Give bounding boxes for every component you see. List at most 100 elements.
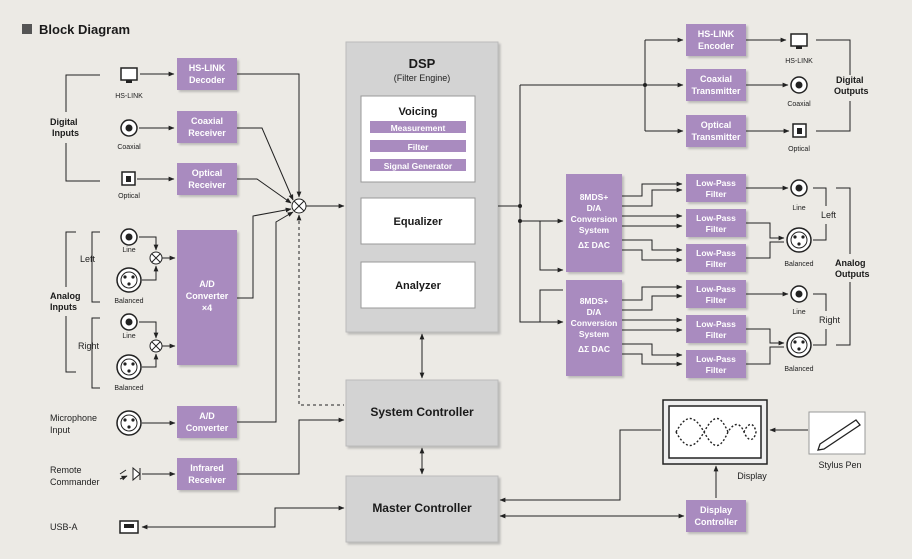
equalizer-label: Equalizer: [394, 216, 444, 228]
left-balanced-label: Balanced: [114, 298, 143, 305]
analog-inputs-label-1: Analog: [50, 291, 81, 301]
dac1-label-1: 8MDS+: [580, 192, 609, 202]
signal-generator-block: [370, 159, 466, 171]
optical-input-icon: [121, 171, 136, 186]
left-input-label: Left: [80, 254, 96, 264]
analog-outputs-label-1: Analog: [835, 258, 866, 268]
left-balanced-input-icon: [116, 267, 142, 293]
analyzer-block: [360, 261, 476, 309]
lpf3-label-2: Filter: [706, 259, 727, 269]
coaxial-receiver-block: [177, 111, 237, 143]
lpf5-out-wire: [746, 328, 785, 346]
lpf-block-6: Low-Pass Filter: [686, 350, 746, 378]
ad-converter-x4-label-2: Converter: [186, 291, 229, 301]
right-balanced-wire: [142, 353, 159, 368]
hslink-decoder-label-2: Decoder: [189, 75, 226, 85]
right-balanced-output-label: Balanced: [784, 366, 813, 373]
lpf4-label-1: Low-Pass: [696, 284, 736, 294]
display-screen: [662, 399, 768, 465]
hslink-input-icon: [120, 67, 138, 83]
digital-outputs-bracket: [816, 39, 851, 132]
display-controller-block: [686, 500, 746, 532]
right-line-output-icon: [790, 285, 808, 303]
left-line-output-icon: [790, 179, 808, 197]
stylus-pen-icon: [808, 411, 866, 455]
ad-converter-label-1: A/D: [199, 411, 215, 421]
right-balanced-input-icon: [116, 354, 142, 380]
coaxial-input-icon: [120, 119, 138, 137]
ad-to-mixer: [237, 211, 294, 423]
filter-block: [370, 140, 466, 152]
digital-outputs-label-1: Digital: [836, 75, 864, 85]
lpf5-label-2: Filter: [706, 330, 727, 340]
dac2-aux-wire: [539, 289, 563, 322]
analog-inputs-bracket: [65, 231, 76, 373]
lpf6-out-wire: [746, 346, 784, 365]
to-dac-2: [519, 206, 564, 325]
coaxial-receiver-label-1: Coaxial: [191, 116, 223, 126]
measurement-block: [370, 121, 466, 133]
ad-converter-block: [177, 406, 237, 438]
decoder-to-mixer: [237, 73, 302, 198]
master-controller-block: [345, 475, 499, 543]
ad-converter-label-2: Converter: [186, 423, 229, 433]
dac-block-2: [566, 280, 622, 376]
coax-to-mixer: [237, 127, 294, 201]
lpf2-label-1: Low-Pass: [696, 213, 736, 223]
right-balanced-output-icon: [786, 332, 812, 358]
coaxial-transmitter-label-1: Coaxial: [700, 74, 732, 84]
dac2-label-4: System: [579, 329, 610, 339]
infrared-signal-icon: [119, 466, 141, 480]
analog-outputs-bracket: [836, 187, 851, 346]
ad-converter-x4-block: [177, 230, 237, 365]
dac2-label-3: Conversion: [571, 318, 618, 328]
lpf-block-4: Low-Pass Filter: [686, 280, 746, 308]
master-controller-label: Master Controller: [372, 501, 472, 515]
optical-receiver-label-1: Optical: [192, 168, 223, 178]
digital-inputs-label-2: Inputs: [52, 128, 79, 138]
right-output-bracket: [813, 293, 827, 346]
lpf6-label-1: Low-Pass: [696, 354, 736, 364]
ad-converter-x4-label-1: A/D: [199, 279, 215, 289]
dac2-label-2: D/A: [587, 307, 602, 317]
hslink-decoder-block: [177, 58, 237, 90]
right-output-label: Right: [819, 315, 841, 325]
coaxial-output-icon: [790, 76, 808, 94]
right-line-output-label: Line: [792, 309, 805, 316]
left-line-wire: [139, 236, 159, 251]
infrared-receiver-label-2: Receiver: [188, 475, 226, 485]
lpf4-label-2: Filter: [706, 295, 727, 305]
hslink-output-label: HS-LINK: [785, 58, 813, 65]
dac2-label-5: ΔΣ DAC: [578, 344, 610, 354]
infrared-receiver-block: [177, 458, 237, 490]
analog-inputs-label-2: Inputs: [50, 302, 77, 312]
infrared-receiver-label-1: Infrared: [190, 463, 224, 473]
lpf3-out-wire: [746, 241, 784, 259]
hslink-input-label: HS-LINK: [115, 93, 143, 100]
hslink-encoder-label-1: HS-LINK: [698, 29, 735, 39]
digital-inputs-label-1: Digital: [50, 117, 78, 127]
stylus-pen-label: Stylus Pen: [818, 460, 861, 470]
dsp-title: DSP: [409, 56, 436, 71]
lpf1-label-2: Filter: [706, 189, 727, 199]
dac1-label-3: Conversion: [571, 214, 618, 224]
ad4-to-mixer: [237, 207, 292, 299]
usb-master-link: [141, 505, 345, 530]
voicing-label: Voicing: [399, 106, 438, 118]
coaxial-transmitter-label-2: Transmitter: [691, 86, 741, 96]
left-balanced-output-icon: [786, 227, 812, 253]
lpf-block-1: Low-Pass Filter: [686, 174, 746, 202]
right-line-input-icon: [120, 313, 138, 331]
optical-to-mixer: [237, 178, 292, 204]
digital-inputs-bracket: [65, 74, 100, 182]
analyzer-label: Analyzer: [395, 280, 442, 292]
dac1-to-lpf-wires: [622, 181, 683, 263]
right-line-wire: [139, 321, 159, 339]
lpf-block-5: Low-Pass Filter: [686, 315, 746, 343]
display-to-master: [499, 429, 661, 503]
usb-label: USB-A: [50, 522, 78, 532]
dac2-to-lpf-wires: [622, 284, 683, 367]
dac-block-1: [566, 174, 622, 272]
